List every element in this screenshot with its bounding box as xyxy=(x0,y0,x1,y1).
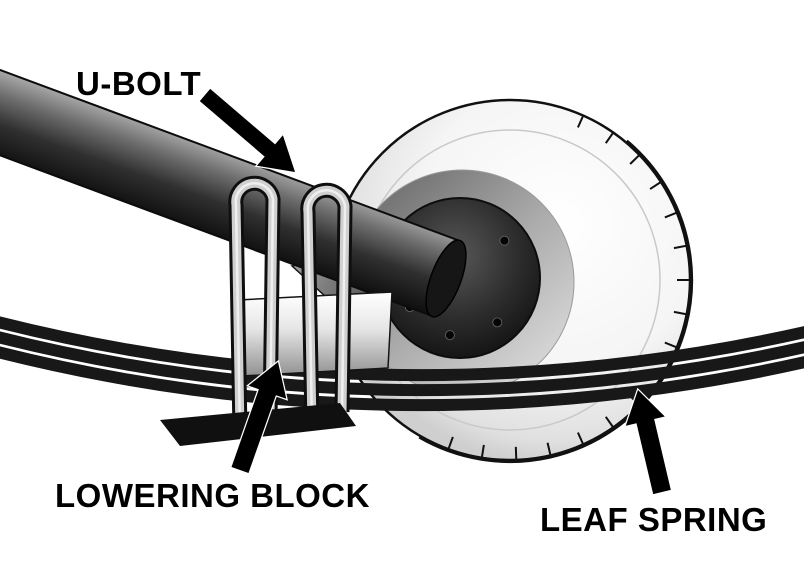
leaf-spring-leaf xyxy=(0,316,804,382)
leaf-spring-leaf xyxy=(0,346,804,412)
u-bolt-left xyxy=(228,175,281,433)
lowering-block-label: LOWERING BLOCK xyxy=(55,477,370,514)
leaf-spring-arrow xyxy=(623,387,673,496)
lowering-block-arrow xyxy=(229,359,289,475)
hub-stud-hole xyxy=(492,317,503,328)
leaf-spring-label: LEAF SPRING xyxy=(540,501,767,538)
leaf-spring-leaf xyxy=(0,331,804,397)
u-bolt-arrow xyxy=(198,87,297,174)
u-bolt-label: U-BOLT xyxy=(76,65,201,102)
hub-stud-hole xyxy=(499,235,510,246)
axle-end-cap xyxy=(425,239,467,318)
hub-stud-hole xyxy=(444,330,455,341)
u-bolt-right xyxy=(300,182,353,427)
leaf-spring xyxy=(0,316,804,412)
rotor-vent-ticks xyxy=(447,116,689,459)
